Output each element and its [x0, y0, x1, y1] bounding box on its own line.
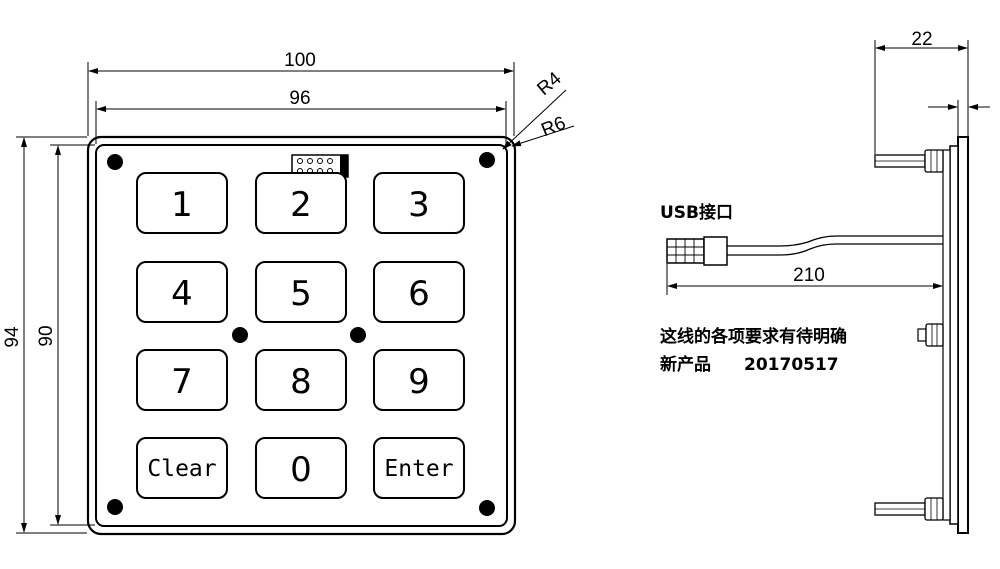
key-label: 7 — [171, 362, 193, 402]
key-9[interactable]: 9 — [373, 349, 465, 411]
key-6[interactable]: 6 — [373, 261, 465, 323]
note-text: 这线的各项要求有待明确 — [660, 326, 847, 347]
dimension-94: 94 — [2, 136, 87, 534]
dimension-22: 22 — [874, 29, 969, 154]
mounting-hole — [232, 327, 248, 343]
key-8[interactable]: 8 — [255, 349, 347, 411]
mounting-hole — [479, 500, 495, 516]
radius-r6-callout: R6 — [511, 113, 575, 147]
dimension-label: 90 — [36, 325, 57, 346]
key-label: 2 — [290, 185, 312, 225]
usb-label: USB接口 — [660, 202, 733, 223]
dimension-label: 96 — [289, 88, 310, 109]
mounting-hole — [107, 499, 123, 515]
side-pcb — [949, 145, 959, 525]
key-enter[interactable]: Enter — [373, 437, 465, 499]
dimension-label: 210 — [793, 265, 825, 286]
key-clear[interactable]: Clear — [136, 437, 228, 499]
standoff-middle — [917, 323, 944, 347]
product-label: 新产品 — [660, 354, 711, 375]
key-label: 3 — [408, 185, 430, 225]
usb-cable — [727, 235, 943, 256]
dimension-90: 90 — [36, 144, 95, 526]
dimension-label: 100 — [284, 50, 316, 71]
dimension-thickness — [928, 100, 990, 136]
key-label: 4 — [171, 274, 193, 314]
dimension-label: R6 — [538, 113, 568, 142]
key-label: 0 — [290, 450, 312, 490]
key-5[interactable]: 5 — [255, 261, 347, 323]
front-view: 1 2 3 4 5 6 7 8 — [86, 135, 517, 536]
outer-frame — [86, 135, 517, 536]
dimension-label: 22 — [911, 29, 932, 50]
key-label: 9 — [408, 362, 430, 402]
key-label: 5 — [290, 274, 312, 314]
key-7[interactable]: 7 — [136, 349, 228, 411]
key-label: Enter — [384, 456, 453, 482]
side-pcb-inner — [942, 149, 951, 521]
key-4[interactable]: 4 — [136, 261, 228, 323]
dimension-100: 100 — [87, 50, 515, 136]
mounting-hole — [479, 152, 495, 168]
standoff-bottom — [874, 497, 944, 521]
key-0[interactable]: 0 — [255, 437, 347, 499]
inner-frame — [95, 144, 508, 527]
key-1[interactable]: 1 — [136, 172, 228, 234]
side-view: USB接口 — [660, 136, 969, 534]
dimension-label: 94 — [2, 326, 23, 348]
mounting-hole — [107, 154, 123, 170]
mounting-hole — [350, 327, 366, 343]
key-3[interactable]: 3 — [373, 172, 465, 234]
key-label: 6 — [408, 274, 430, 314]
date-label: 20170517 — [744, 355, 839, 375]
key-label: 1 — [171, 185, 193, 225]
usb-connector — [666, 236, 728, 266]
key-2[interactable]: 2 — [255, 172, 347, 234]
standoff-top — [874, 149, 944, 173]
key-label: Clear — [147, 456, 216, 482]
side-plate — [957, 136, 969, 534]
dimension-210: 210 — [666, 264, 943, 295]
key-label: 8 — [290, 362, 312, 402]
dimension-96: 96 — [95, 88, 507, 144]
